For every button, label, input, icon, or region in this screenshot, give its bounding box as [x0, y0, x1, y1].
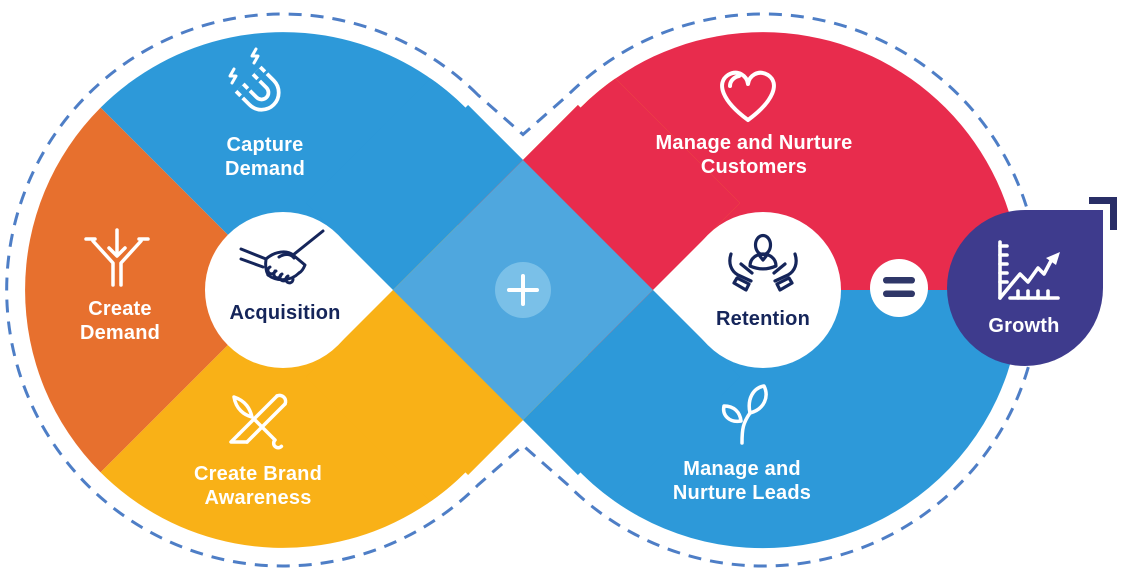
segment-label-capture-demand: Capture Demand	[224, 134, 306, 180]
seedling-icon	[721, 384, 768, 445]
result-label-growth: Growth	[988, 315, 1060, 337]
person-in-hands-icon	[728, 233, 798, 292]
growth-chart-icon	[998, 240, 1060, 300]
equals-icon	[870, 259, 928, 317]
heart-icon	[720, 70, 776, 122]
segment-label-manage-nurture-leads: Manage and Nurture Leads	[672, 458, 812, 504]
loop-label-acquisition: Acquisition	[229, 302, 341, 324]
segment-label-create-brand-awareness: Create Brand Awareness	[194, 463, 322, 509]
funnel-arrow-icon	[84, 228, 150, 287]
magnet-icon	[228, 47, 281, 112]
handshake-icon	[239, 229, 325, 285]
segment-create-demand-arc	[25, 107, 283, 473]
dashed-outline	[5, 12, 1041, 568]
loop-label-retention: Retention	[715, 308, 811, 330]
plus-icon	[495, 262, 551, 318]
segment-label-manage-nurture-customers: Manage and Nurture Customers	[655, 132, 853, 178]
growth-corner-bracket	[1089, 197, 1117, 230]
segment-label-create-demand: Create Demand	[79, 298, 161, 344]
growth-badge	[947, 210, 1103, 366]
pencil-brush-icon	[229, 393, 288, 450]
